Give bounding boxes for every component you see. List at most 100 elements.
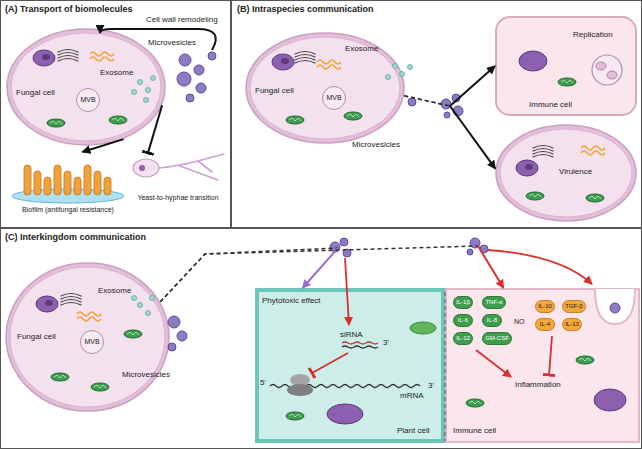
text-slot: Microvesicles [148, 38, 196, 47]
node-text: TNF-α [485, 299, 502, 305]
text-slot: Microvesicles [352, 140, 400, 149]
text-slot: Cell wall remodeling [146, 15, 218, 24]
node-text: Plant cell [397, 426, 429, 435]
exosome [150, 296, 155, 301]
cell-membrane [250, 37, 400, 139]
panel-title: (B) Intraspecies communication [237, 4, 374, 14]
cytokine-shape [563, 319, 582, 331]
nucleus [327, 404, 363, 424]
node-text: Replication [573, 30, 613, 39]
text-slot: Immune cell [529, 100, 572, 109]
text-slot: IL-12 [453, 335, 473, 342]
panel-title: (A) Transport of biomolecules [5, 4, 133, 14]
text-slot: 3' [428, 381, 434, 390]
nucleolus [281, 58, 289, 64]
text-slot: MVB [76, 96, 100, 104]
mitochondrion [47, 119, 65, 127]
cytokine-shape [563, 301, 586, 313]
biofilm-cell [44, 177, 51, 195]
mitochondrion-crista [347, 114, 359, 117]
effect-arrow [549, 336, 552, 375]
text-slot: Virulence [559, 167, 592, 176]
golgi-cisterna [61, 303, 81, 306]
mitochondrion [91, 383, 109, 391]
yeast-cell [596, 62, 606, 70]
text-slot: Exosome [98, 286, 131, 295]
mitochondrion [124, 330, 142, 338]
golgi-cisterna [533, 146, 553, 149]
microvesicle [441, 99, 451, 109]
effect-arrow [312, 353, 348, 373]
nucleus [139, 165, 145, 171]
golgi-cisterna [61, 300, 81, 303]
biofilm-cell [34, 171, 41, 195]
mitochondrion [344, 112, 362, 120]
node-text: Immune cell [453, 426, 496, 435]
biofilm-cell [64, 171, 71, 195]
cell-membrane [10, 267, 165, 407]
microvesicle [340, 238, 348, 246]
microvesicle [453, 106, 463, 116]
cytokine-circle: IL-4 [535, 318, 555, 331]
cytokine-circle: IL-6 [453, 314, 473, 327]
text-slot: TNF-α [482, 299, 506, 306]
cytokine-shape [483, 297, 506, 309]
text-slot: IL-1β [453, 299, 473, 306]
microvesicle [194, 65, 204, 75]
hypha [198, 161, 212, 172]
cell-wall [7, 29, 165, 145]
mrna-strand [270, 385, 420, 388]
annotation-label: Microvesicles [352, 140, 400, 149]
cytokine-shape [536, 301, 555, 313]
exosome [146, 88, 151, 93]
endoplasmic-reticulum [90, 52, 114, 56]
exosome [400, 72, 405, 77]
node-text: TGF-β [565, 303, 582, 309]
mitochondrion [286, 116, 304, 124]
biofilm-cell [54, 165, 61, 195]
biofilm-figure: Biofilm (antifungal resistance) [8, 152, 128, 222]
cytokine-circle: TNF-α [482, 296, 506, 309]
phagocytic-cup [595, 289, 635, 324]
connector-dashed [404, 96, 450, 106]
golgi-cisterna [58, 56, 78, 59]
endoplasmic-reticulum [317, 65, 341, 69]
text-slot: GM-CSF [482, 335, 512, 342]
yeast-cell [607, 71, 617, 79]
text-slot: IL-4 [535, 321, 555, 328]
cell-wall [496, 125, 636, 221]
text-slot: Microvesicles [122, 370, 170, 379]
text-slot: Plant cell [397, 426, 429, 435]
microvesicle [480, 245, 488, 253]
connector-line [450, 106, 495, 169]
immune-cell: ReplicationImmune cell [495, 16, 637, 116]
nucleus [33, 50, 55, 66]
biofilm-cell [94, 171, 101, 195]
exosome [138, 303, 143, 308]
text-slot: Fungal cell [17, 332, 56, 341]
text-slot: Replication [573, 30, 613, 39]
text-slot: Yeast-to-hyphae transition [128, 194, 228, 202]
annotation-label: Microvesicles [122, 370, 170, 379]
endoplasmic-reticulum [581, 146, 605, 150]
text-slot: Inflammation [515, 380, 561, 389]
text-slot: (A) Transport of biomolecules [5, 4, 133, 14]
text-slot: mRNA [400, 391, 424, 400]
cytokine-circle: IL-13 [562, 318, 582, 331]
cell-divider [445, 292, 446, 441]
golgi-cisterna [61, 297, 81, 300]
golgi-cisterna [58, 53, 78, 56]
text-slot: Biofilm (antifungal resistance) [8, 206, 128, 214]
exosome [408, 65, 413, 70]
node-text: IL-6 [458, 317, 468, 323]
cytokine-shape [454, 315, 473, 327]
annotation-label: siRNA [340, 330, 363, 339]
microvesicle [452, 94, 460, 102]
golgi-cisterna [58, 50, 78, 53]
panel-border [1, 229, 642, 449]
microvesicle [408, 98, 416, 106]
microvesicle [186, 94, 194, 102]
node-text: IL-13 [565, 321, 579, 327]
